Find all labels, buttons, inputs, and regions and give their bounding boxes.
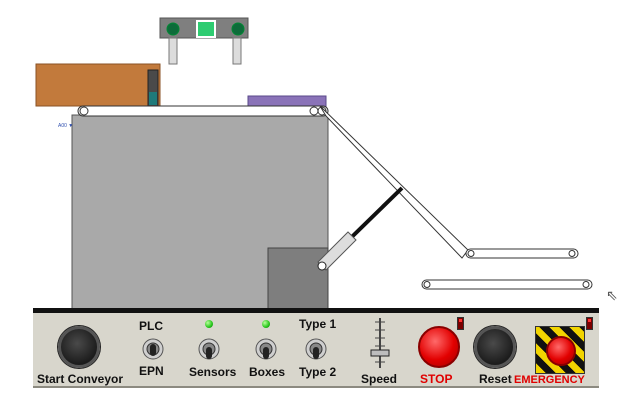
plc-toggle-switch[interactable] bbox=[142, 336, 164, 362]
type-toggle-switch[interactable] bbox=[305, 336, 327, 362]
boxes-toggle-switch[interactable] bbox=[255, 336, 277, 362]
emergency-hazard-plate bbox=[535, 326, 585, 374]
emergency-stop-button[interactable] bbox=[546, 336, 576, 366]
lower-conveyor-1 bbox=[465, 248, 579, 259]
piston-pivot bbox=[317, 261, 327, 271]
emergency-indicator-light bbox=[586, 317, 593, 330]
brown-box bbox=[35, 63, 161, 107]
tilting-ramp bbox=[319, 105, 469, 259]
mouse-cursor-icon: ⇖ bbox=[606, 287, 618, 303]
top-conveyor bbox=[77, 105, 329, 117]
lower-conveyor-2 bbox=[421, 279, 593, 290]
plc-label: PLC bbox=[139, 319, 163, 333]
conveyor-roller bbox=[309, 106, 319, 116]
sensors-label: Sensors bbox=[189, 365, 237, 379]
start-conveyor-label: Start Conveyor bbox=[37, 372, 124, 386]
type2-label: Type 2 bbox=[299, 365, 337, 379]
emergency-label: EMERGENCY bbox=[514, 374, 585, 386]
speed-label: Speed bbox=[361, 372, 398, 386]
machine-housing bbox=[267, 247, 329, 310]
sensor-tag: A00 ▼ bbox=[58, 123, 73, 129]
start-conveyor-button[interactable] bbox=[58, 326, 100, 368]
right-signal-lamp bbox=[231, 22, 245, 36]
reset-label: Reset bbox=[479, 372, 512, 386]
left-signal-lamp bbox=[166, 22, 180, 36]
reset-button[interactable] bbox=[474, 326, 516, 368]
center-signal-lamp bbox=[196, 20, 216, 38]
sensors-led bbox=[205, 320, 213, 328]
type1-label: Type 1 bbox=[299, 317, 337, 331]
sensors-toggle-switch[interactable] bbox=[198, 336, 220, 362]
conveyor-roller bbox=[79, 106, 89, 116]
stop-label: STOP bbox=[420, 372, 453, 386]
speed-slider-thumb[interactable] bbox=[370, 349, 390, 357]
signal-light-fixture bbox=[159, 17, 249, 65]
stop-indicator-light bbox=[457, 317, 464, 330]
purple-box bbox=[247, 95, 327, 108]
speed-slider[interactable] bbox=[366, 316, 394, 370]
stop-button[interactable] bbox=[418, 326, 460, 368]
pusher-tip bbox=[149, 92, 157, 105]
boxes-label: Boxes bbox=[249, 365, 286, 379]
epn-label: EPN bbox=[139, 364, 164, 378]
boxes-led bbox=[262, 320, 270, 328]
